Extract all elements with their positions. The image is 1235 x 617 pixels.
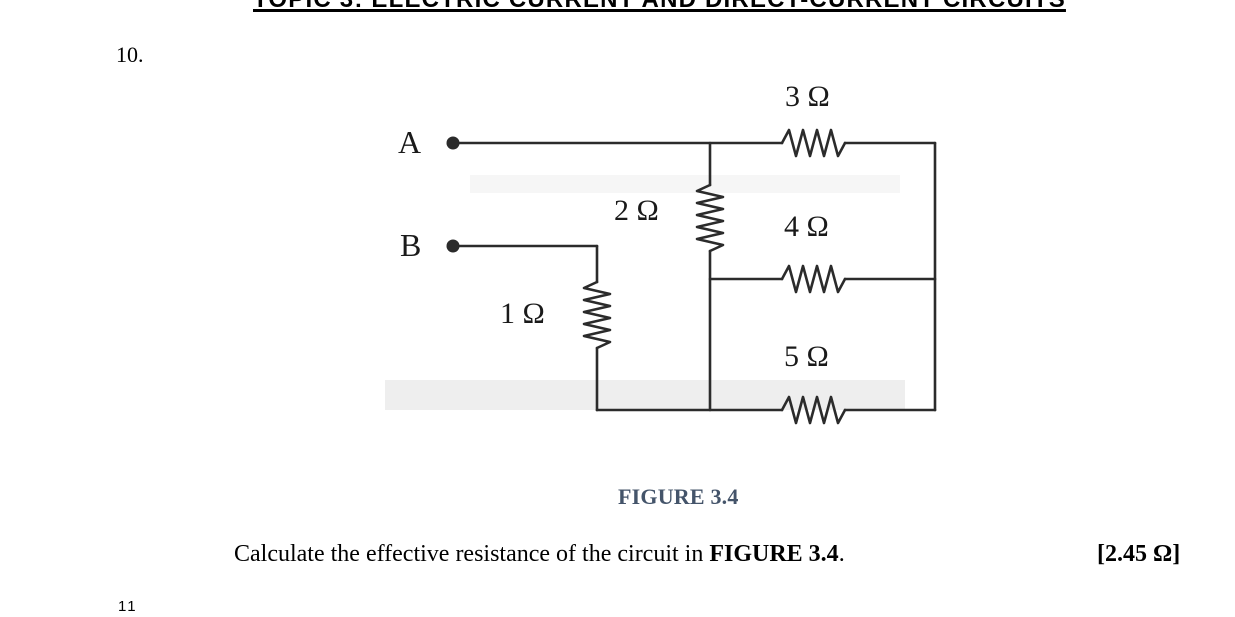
scan-noise [385,175,905,410]
header-clip: TOPIC 3: ELECTRIC CURRENT AND DIRECT-CUR… [0,0,1235,12]
question-text: Calculate the effective resistance of th… [234,541,845,568]
resistor-1ohm [582,280,612,350]
question-number: 10. [116,42,144,67]
resistor-1ohm-label: 1 Ω [500,297,545,330]
resistor-3ohm-label: 3 Ω [785,80,830,113]
resistor-5ohm [780,395,847,425]
answer: [2.45 Ω] [1097,541,1181,567]
figure-caption: FIGURE 3.4 [618,484,739,509]
terminal-b-node [446,239,460,253]
terminal-a-label: A [398,124,421,160]
resistor-4ohm [780,264,847,294]
terminal-b-label: B [400,227,421,263]
resistor-2ohm [695,183,725,253]
resistor-3ohm [780,128,847,158]
terminal-a-node [446,136,460,150]
question-text-after: . [838,541,845,567]
question-figure-ref: FIGURE 3.4 [709,541,839,567]
topic-header: TOPIC 3: ELECTRIC CURRENT AND DIRECT-CUR… [253,0,1066,12]
resistor-4ohm-label: 4 Ω [784,210,829,243]
resistor-2ohm-label: 2 Ω [614,194,659,227]
resistor-5ohm-label: 5 Ω [784,340,829,373]
next-question-number: 11 [118,598,138,615]
question-text-before: Calculate the effective resistance of th… [234,541,710,567]
